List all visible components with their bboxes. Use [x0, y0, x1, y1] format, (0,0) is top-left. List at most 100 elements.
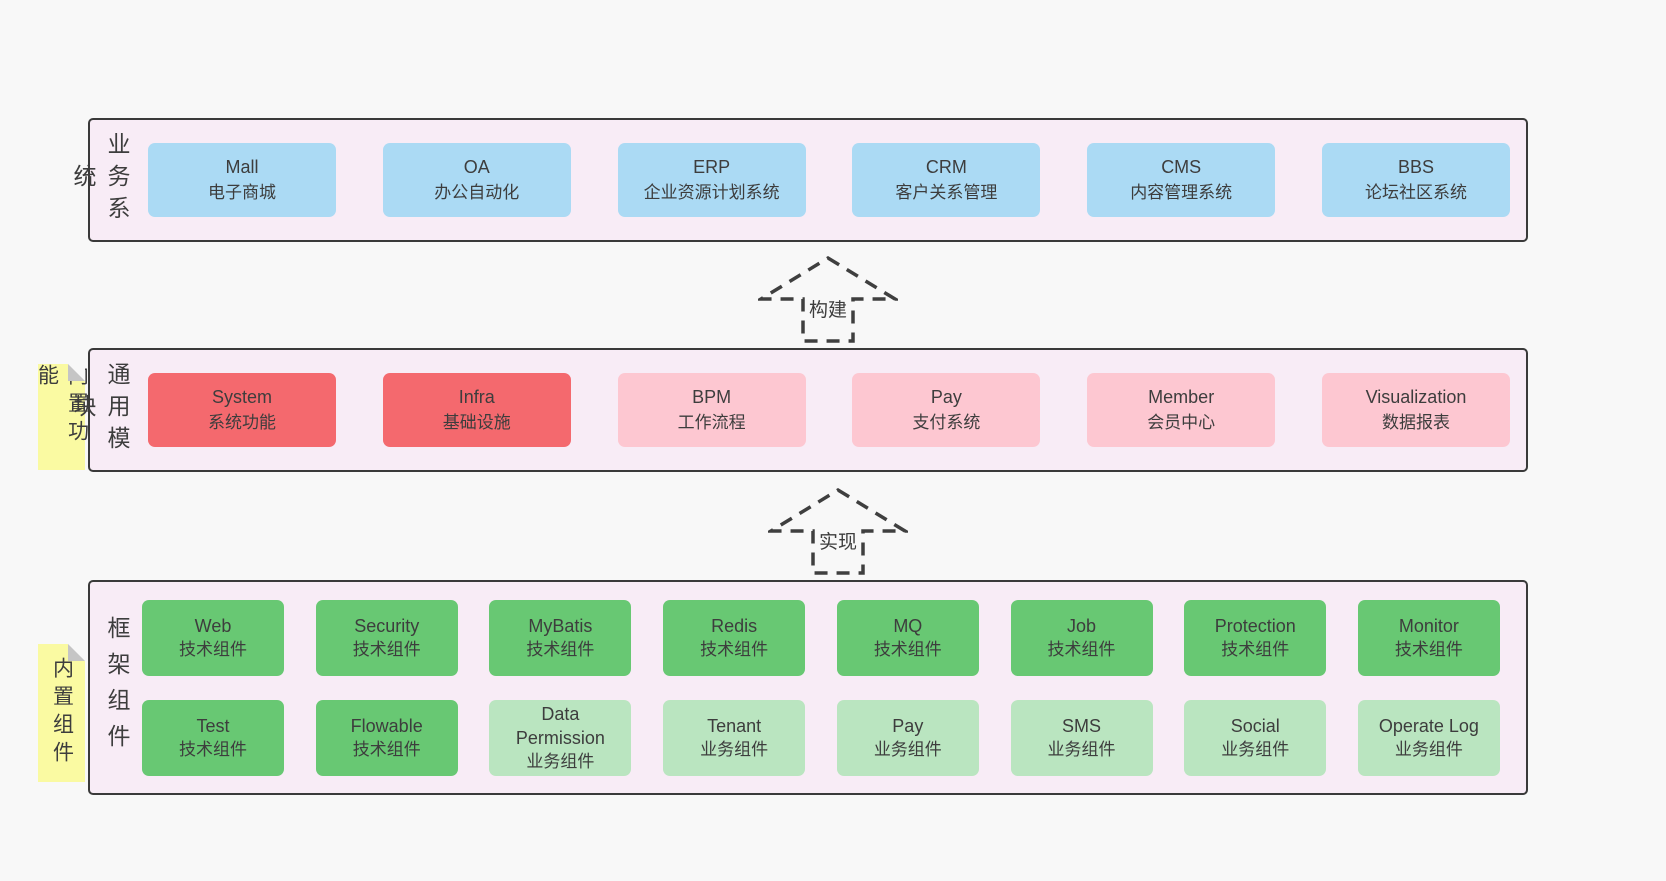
arrow-implement: 实现	[768, 487, 908, 577]
box-web: Web 技术组件	[142, 599, 284, 676]
arrow-up-dashed-icon	[758, 255, 898, 343]
box-mall: Mall 电子商城	[148, 143, 336, 217]
arrow-build: 构建	[758, 255, 898, 345]
box-mall-title: Mall	[225, 157, 259, 177]
box-job-title: Job	[1067, 615, 1097, 636]
box-crm: CRM 客户关系管理	[852, 143, 1041, 217]
box-visualization-title: Visualization	[1365, 387, 1467, 407]
box-member-subtitle: 会员中心	[1147, 413, 1216, 432]
box-crm-title: CRM	[925, 157, 967, 177]
box-cms-title: CMS	[1161, 157, 1202, 177]
box-redis-subtitle: 技术组件	[700, 639, 769, 659]
band-common-modules: 通用模块 System 系统功能 Infra 基础设施 BPM 工作流程 Pay…	[70, 348, 1528, 472]
box-mq-title: MQ	[893, 615, 923, 636]
box-erp: ERP 企业资源计划系统	[617, 143, 806, 217]
box-pay-module-subtitle: 支付系统	[912, 413, 981, 432]
box-pay-component: Pay 业务组件	[836, 699, 979, 776]
box-monitor: Monitor 技术组件	[1357, 599, 1500, 676]
band-common-modules-label: 通用模块	[70, 362, 130, 458]
box-bpm-subtitle: 工作流程	[677, 413, 746, 432]
box-system-title: System	[211, 387, 272, 407]
band-framework-components-label: 框架组件	[104, 615, 130, 760]
box-visualization: Visualization 数据报表	[1321, 373, 1510, 447]
box-tenant-title: Tenant	[707, 715, 762, 736]
box-redis-title: Redis	[711, 615, 758, 636]
box-monitor-title: Monitor	[1398, 615, 1459, 636]
box-tenant: Tenant 业务组件	[663, 699, 806, 776]
box-tenant-subtitle: 业务组件	[700, 739, 769, 759]
box-infra-title: Infra	[458, 387, 495, 407]
box-test: Test 技术组件	[142, 699, 284, 776]
box-erp-title: ERP	[693, 157, 731, 177]
box-pay-component-subtitle: 业务组件	[873, 739, 942, 759]
box-mq: MQ 技术组件	[836, 599, 979, 676]
box-member: Member 会员中心	[1087, 373, 1276, 447]
box-cms: CMS 内容管理系统	[1087, 143, 1276, 217]
sticky-note-built-in-features-label: 内置功能	[35, 364, 89, 448]
sticky-note-built-in-features: 内置功能	[36, 364, 89, 470]
box-mq-subtitle: 技术组件	[873, 639, 942, 659]
box-bpm-title: BPM	[692, 387, 732, 407]
box-security: Security 技术组件	[315, 599, 458, 676]
box-operate-log-title: Operate Log	[1378, 715, 1479, 736]
framework-components-row-1: Web 技术组件 Security 技术组件 MyBatis 技术组件 Redi…	[142, 599, 1500, 676]
box-monitor-subtitle: 技术组件	[1394, 639, 1463, 659]
box-mall-subtitle: 电子商城	[208, 183, 276, 202]
box-sms-subtitle: 业务组件	[1047, 739, 1116, 759]
box-pay-module-title: Pay	[930, 387, 962, 407]
arrow-up-dashed-icon	[768, 487, 908, 575]
box-system: System 系统功能	[148, 373, 336, 447]
box-oa: OA 办公自动化	[382, 143, 571, 217]
band-business-systems-label: 业务系统	[70, 132, 130, 228]
box-security-subtitle: 技术组件	[352, 639, 421, 659]
box-protection: Protection 技术组件	[1184, 599, 1327, 676]
box-security-title: Security	[354, 615, 420, 636]
box-web-subtitle: 技术组件	[179, 639, 247, 659]
box-bbs-subtitle: 论坛社区系统	[1364, 183, 1467, 202]
box-cms-subtitle: 内容管理系统	[1130, 183, 1233, 202]
sticky-note-built-in-components-label: 内置组件	[50, 657, 74, 769]
box-operate-log: Operate Log 业务组件	[1357, 699, 1500, 776]
box-data-permission-title: Data Permission	[515, 703, 605, 748]
box-flowable: Flowable 技术组件	[315, 699, 458, 776]
box-bpm: BPM 工作流程	[617, 373, 806, 447]
box-flowable-subtitle: 技术组件	[352, 739, 421, 759]
arrow-implement-label: 实现	[815, 527, 861, 554]
box-mybatis: MyBatis 技术组件	[489, 599, 632, 676]
box-oa-title: OA	[463, 157, 490, 177]
box-infra: Infra 基础设施	[382, 373, 571, 447]
box-social: Social 业务组件	[1184, 699, 1327, 776]
box-erp-subtitle: 企业资源计划系统	[643, 183, 780, 202]
box-job-subtitle: 技术组件	[1047, 639, 1116, 659]
box-pay-module: Pay 支付系统	[852, 373, 1041, 447]
box-infra-subtitle: 基础设施	[442, 413, 511, 432]
common-modules-boxes: System 系统功能 Infra 基础设施 BPM 工作流程 Pay 支付系统…	[134, 350, 1526, 470]
band-framework-components: 框架组件 Web 技术组件 Security 技术组件 MyBatis 技术组件…	[88, 580, 1528, 795]
box-mybatis-title: MyBatis	[528, 615, 593, 636]
box-job: Job 技术组件	[1010, 599, 1153, 676]
box-member-title: Member	[1148, 387, 1215, 407]
framework-components-grid: Web 技术组件 Security 技术组件 MyBatis 技术组件 Redi…	[134, 582, 1526, 793]
box-data-permission: Data Permission 业务组件	[489, 699, 632, 776]
box-social-title: Social	[1230, 715, 1280, 736]
box-test-subtitle: 技术组件	[179, 739, 247, 759]
sticky-note-built-in-components: 内置组件	[38, 644, 85, 782]
box-sms-title: SMS	[1062, 715, 1102, 736]
box-system-subtitle: 系统功能	[208, 413, 276, 432]
framework-components-row-2: Test 技术组件 Flowable 技术组件 Data Permission …	[142, 699, 1500, 776]
box-protection-subtitle: 技术组件	[1221, 639, 1290, 659]
box-mybatis-subtitle: 技术组件	[526, 639, 595, 659]
box-data-permission-subtitle: 业务组件	[526, 751, 595, 771]
box-web-title: Web	[194, 615, 232, 636]
box-visualization-subtitle: 数据报表	[1381, 413, 1450, 432]
band-business-systems: 业务系统 Mall 电子商城 OA 办公自动化 ERP 企业资源计划系统 CRM…	[70, 118, 1528, 242]
box-operate-log-subtitle: 业务组件	[1394, 739, 1463, 759]
box-flowable-title: Flowable	[350, 715, 423, 736]
box-oa-subtitle: 办公自动化	[434, 183, 520, 202]
box-bbs: BBS 论坛社区系统	[1321, 143, 1510, 217]
box-test-title: Test	[196, 715, 230, 736]
box-bbs-title: BBS	[1397, 157, 1434, 177]
arrow-build-label: 构建	[805, 295, 851, 322]
box-protection-title: Protection	[1214, 615, 1296, 636]
box-pay-component-title: Pay	[892, 715, 924, 736]
